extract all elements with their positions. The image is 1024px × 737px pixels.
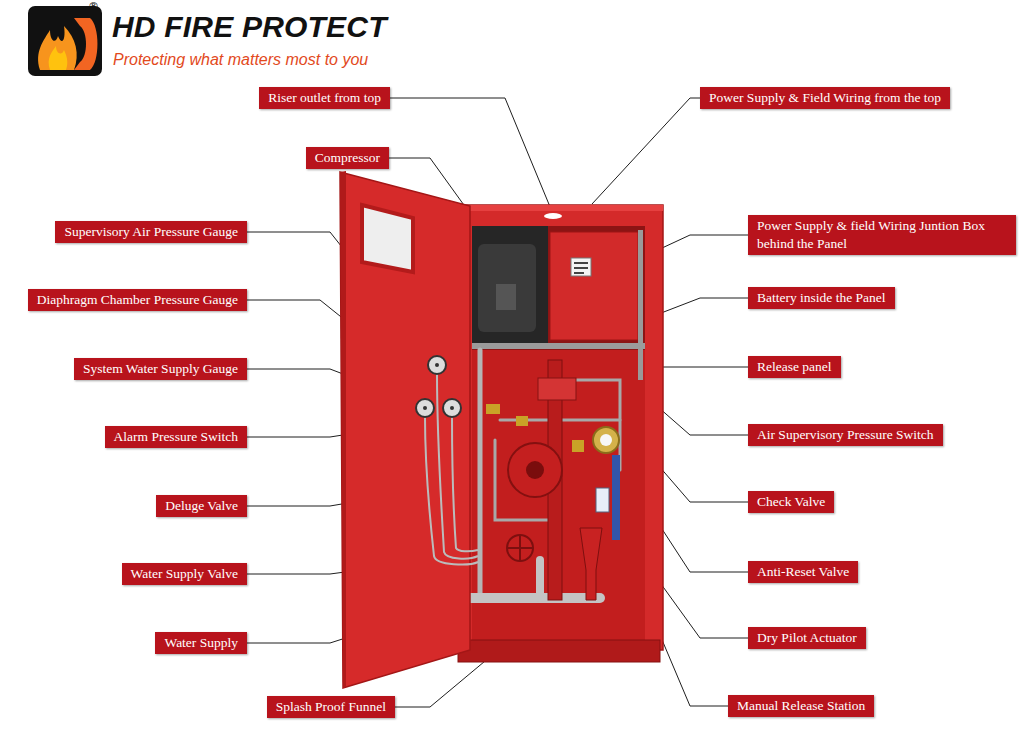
cabinet-body <box>544 213 562 219</box>
callout-label: Power Supply & Field Wiring from the top <box>709 89 941 107</box>
logo-mark <box>28 6 102 76</box>
logo-mark <box>49 46 68 70</box>
deluge-valve-assembly <box>580 528 602 600</box>
callout-box: Manual Release Station <box>728 695 874 717</box>
deluge-valve-assembly <box>538 378 576 400</box>
callout-box: Compressor <box>306 147 389 169</box>
callout-label: Release panel <box>757 358 832 376</box>
callout-box: Deluge Valve <box>156 495 247 517</box>
registered-mark: ® <box>88 0 99 13</box>
cabinet-door <box>340 171 478 688</box>
callout-label: Supervisory Air Pressure Gauge <box>64 223 238 241</box>
release-panel-box <box>574 272 584 274</box>
callout-label: Water Supply <box>164 634 238 652</box>
callout-label: Air Supervisory Pressure Switch <box>757 426 934 444</box>
leader-lines <box>247 98 748 707</box>
release-panel-box <box>574 262 588 264</box>
compressor-unit <box>478 244 536 332</box>
deluge-valve-assembly <box>486 404 500 414</box>
compressor-unit <box>472 226 548 344</box>
cabinet-door <box>340 171 346 688</box>
cabinet-door <box>435 363 439 367</box>
callout-label: Manual Release Station <box>737 697 865 715</box>
tagline: Protecting what matters most to you <box>113 51 368 69</box>
deluge-valve-assembly <box>486 360 620 600</box>
callout-label: Power Supply & field Wiring Juntion Box … <box>757 217 1007 253</box>
callout-box: Diaphragm Chamber Pressure Gauge <box>28 289 247 311</box>
deluge-valve-assembly <box>508 536 532 560</box>
callout-label: Anti-Reset Valve <box>757 563 849 581</box>
cabinet-door <box>437 374 478 559</box>
callout-label: Check Valve <box>757 493 825 511</box>
release-panel-box <box>550 230 643 380</box>
callout-label: Deluge Valve <box>165 497 238 515</box>
logo-mark <box>38 26 77 70</box>
cabinet-body <box>455 205 663 650</box>
logo-mark <box>28 6 102 76</box>
cabinet-door <box>423 406 427 410</box>
deluge-valve-assembly <box>596 488 609 512</box>
callout-label: Splash Proof Funnel <box>276 698 386 716</box>
deluge-valve-assembly <box>526 461 544 479</box>
cabinet-door <box>362 205 413 272</box>
callout-label: System Water Supply Gauge <box>83 360 238 378</box>
deluge-valve-assembly <box>612 455 620 540</box>
callout-box: Battery inside the Panel <box>748 287 895 309</box>
deluge-valve-assembly <box>593 427 619 453</box>
release-panel-box <box>638 230 643 380</box>
leader-lines <box>592 98 700 204</box>
frame-and-pipes <box>470 593 600 603</box>
callout-label: Riser outlet from top <box>268 89 381 107</box>
cabinet-door <box>425 417 478 564</box>
callout-label: Compressor <box>315 149 380 167</box>
callout-box: System Water Supply Gauge <box>74 358 247 380</box>
frame-and-pipes <box>470 343 645 600</box>
callout-box: Power Supply & Field Wiring from the top <box>700 87 950 109</box>
cabinet-door <box>416 399 434 417</box>
callout-label: Alarm Pressure Switch <box>114 428 238 446</box>
callout-box: Power Supply & field Wiring Juntion Box … <box>748 215 1016 255</box>
release-panel-box <box>571 258 591 276</box>
callout-box: Supervisory Air Pressure Gauge <box>55 221 247 243</box>
cabinet-body <box>458 640 660 662</box>
callout-box: Riser outlet from top <box>259 87 390 109</box>
callout-box: Water Supply Valve <box>122 563 247 585</box>
deluge-valve-assembly <box>600 434 612 446</box>
deluge-valve-assembly <box>516 416 528 426</box>
deluge-valve-assembly <box>507 535 533 561</box>
cabinet-door <box>443 399 461 417</box>
cabinet-body <box>455 205 663 211</box>
frame-and-pipes <box>472 343 645 349</box>
callout-label: Diaphragm Chamber Pressure Gauge <box>37 291 238 309</box>
callout-box: Check Valve <box>748 491 834 513</box>
callout-box: Release panel <box>748 356 841 378</box>
deluge-valve-assembly <box>508 443 562 497</box>
compressor-unit <box>472 226 548 344</box>
cabinet-door <box>340 172 470 688</box>
callout-box: Air Supervisory Pressure Switch <box>748 424 943 446</box>
cabinet-door <box>428 356 446 374</box>
callout-box: Splash Proof Funnel <box>267 696 395 718</box>
compressor-unit <box>496 284 516 310</box>
cabinet-door <box>452 417 478 551</box>
callout-box: Anti-Reset Valve <box>748 561 858 583</box>
brand-title: HD FIRE PROTECT <box>112 10 387 44</box>
frame-and-pipes <box>536 560 544 598</box>
callout-box: Dry Pilot Actuator <box>748 627 866 649</box>
callout-box: Water Supply <box>155 632 247 654</box>
release-panel-box <box>550 232 638 340</box>
cabinet-body <box>472 226 645 640</box>
callout-box: Alarm Pressure Switch <box>105 426 247 448</box>
callout-label: Water Supply Valve <box>131 565 238 583</box>
release-panel-box <box>574 267 588 269</box>
callout-label: Dry Pilot Actuator <box>757 629 857 647</box>
callout-label: Battery inside the Panel <box>757 289 886 307</box>
deluge-valve-assembly <box>572 440 584 452</box>
cabinet-door <box>450 406 454 410</box>
cabinet-body <box>455 205 663 662</box>
logo-mark <box>74 18 98 70</box>
